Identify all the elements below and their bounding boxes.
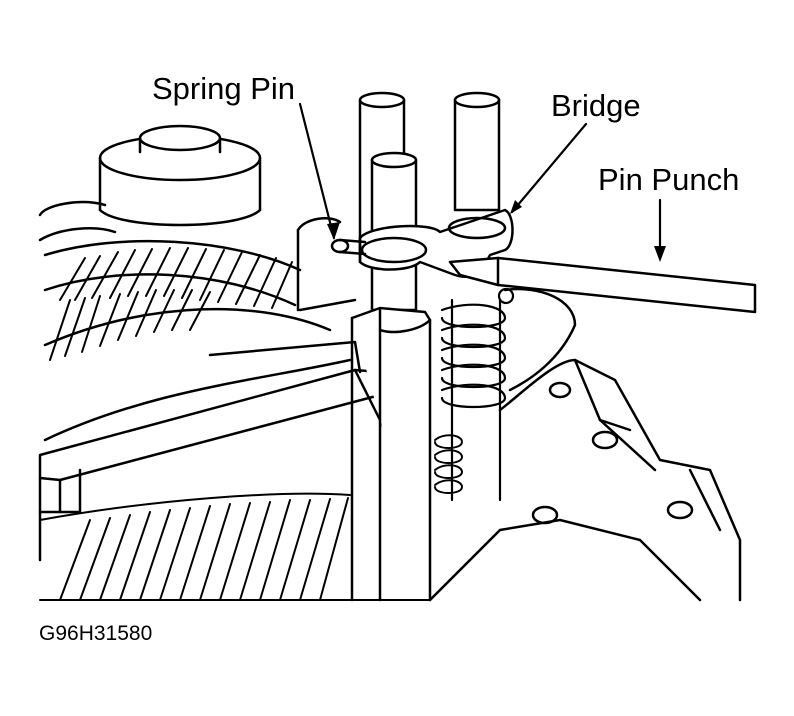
housing-boss (296, 217, 357, 312)
gear-housing (38, 340, 412, 562)
shift-rails (358, 91, 501, 312)
bridge-label: Bridge (551, 88, 641, 123)
pin-punch-label: Pin Punch (598, 162, 740, 197)
leader-lines (298, 102, 662, 257)
pin-punch-tool (448, 256, 757, 314)
gear-teeth-upper (49, 247, 293, 361)
lower-helical-gear (39, 492, 431, 601)
spring-pin (330, 238, 367, 256)
figure-id: G96H31580 (39, 622, 153, 645)
transmission-case (428, 287, 742, 602)
rail-post (350, 306, 432, 602)
spring-pin-label: Spring Pin (152, 71, 296, 106)
bevel-gear (38, 124, 352, 442)
compression-spring (440, 287, 515, 502)
detent-spring (434, 434, 463, 494)
leader-arrowheads (327, 200, 666, 262)
